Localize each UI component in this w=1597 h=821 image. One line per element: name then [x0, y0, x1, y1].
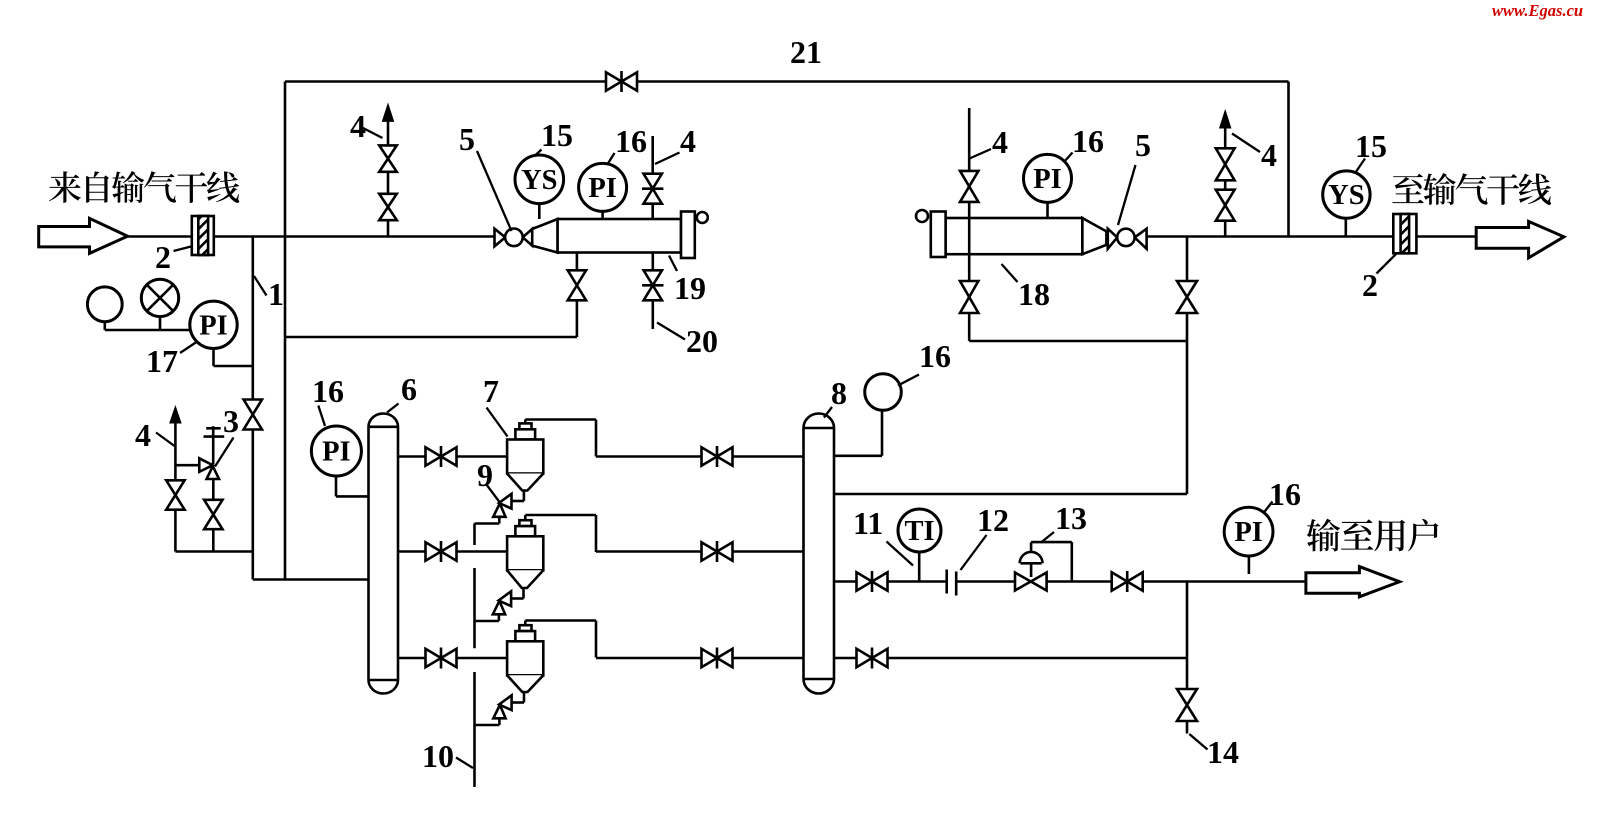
svg-text:17: 17	[146, 343, 178, 379]
svg-text:19: 19	[674, 270, 706, 306]
svg-text:YS: YS	[1328, 180, 1364, 211]
svg-text:4: 4	[992, 124, 1008, 160]
svg-text:PI: PI	[1234, 517, 1263, 548]
svg-text:YS: YS	[521, 165, 557, 196]
svg-text:16: 16	[919, 338, 951, 374]
svg-text:16: 16	[615, 123, 647, 159]
svg-text:12: 12	[977, 502, 1009, 538]
svg-text:15: 15	[541, 117, 573, 153]
svg-text:5: 5	[459, 121, 475, 157]
svg-text:5: 5	[1135, 127, 1151, 163]
svg-text:16: 16	[312, 373, 344, 409]
svg-text:3: 3	[223, 403, 239, 439]
svg-text:www.Egas.cu: www.Egas.cu	[1492, 1, 1583, 20]
svg-text:1: 1	[268, 276, 284, 312]
svg-text:6: 6	[401, 371, 417, 407]
svg-text:2: 2	[1362, 267, 1378, 303]
svg-text:15: 15	[1355, 128, 1387, 164]
svg-text:TI: TI	[904, 516, 934, 547]
svg-text:PI: PI	[199, 310, 228, 341]
svg-text:21: 21	[790, 34, 822, 70]
svg-text:7: 7	[483, 373, 499, 409]
svg-text:11: 11	[853, 505, 883, 541]
svg-text:9: 9	[477, 457, 493, 493]
svg-text:4: 4	[1261, 137, 1277, 173]
svg-text:2: 2	[155, 239, 171, 275]
svg-text:14: 14	[1207, 734, 1239, 770]
svg-text:PI: PI	[588, 173, 617, 204]
svg-text:18: 18	[1018, 276, 1050, 312]
svg-text:PI: PI	[322, 437, 351, 468]
svg-text:4: 4	[680, 123, 696, 159]
svg-text:20: 20	[686, 323, 718, 359]
svg-text:4: 4	[135, 417, 151, 453]
svg-text:16: 16	[1269, 476, 1301, 512]
svg-text:10: 10	[422, 738, 454, 774]
svg-text:8: 8	[831, 375, 847, 411]
svg-text:16: 16	[1072, 123, 1104, 159]
svg-text:4: 4	[350, 108, 366, 144]
svg-text:13: 13	[1055, 500, 1087, 536]
svg-text:PI: PI	[1033, 164, 1062, 195]
